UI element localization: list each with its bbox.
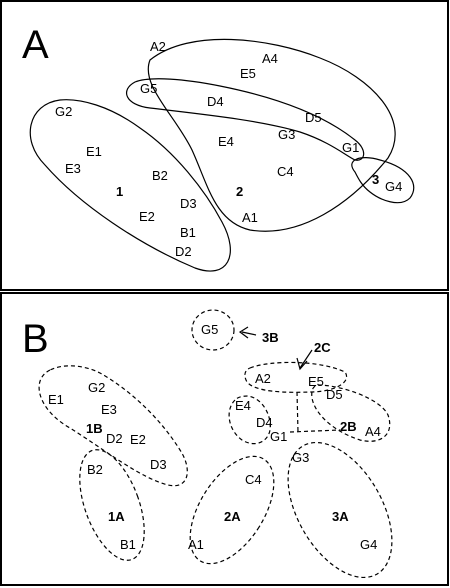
panel-b-cluster-2b-outline — [311, 384, 391, 442]
panel-a-point-label: A1 — [242, 210, 258, 225]
panel-b-arrowhead-2c — [296, 357, 308, 371]
panel-b-group-label: 2A — [224, 509, 241, 524]
panel-b-cluster-e4-outline — [228, 395, 271, 445]
panel-a-point-label: B2 — [152, 168, 168, 183]
panel-a-point-label: D4 — [207, 94, 224, 109]
panel-b: B G5 A2 E5 D5 E4 D4 G1 A4 G3 C4 A1 G4 G2… — [0, 292, 449, 586]
panel-b-point-label: D5 — [326, 387, 343, 402]
panel-a-point-label: G1 — [342, 140, 359, 155]
panel-b-point-label: G5 — [201, 322, 218, 337]
panel-a-point-label: A2 — [150, 39, 166, 54]
panel-b-point-label: G3 — [292, 450, 309, 465]
panel-b-group-label: 2C — [314, 340, 331, 355]
panel-b-point-label: G1 — [270, 429, 287, 444]
panel-a-point-label: G5 — [140, 81, 157, 96]
panel-b-point-label: G2 — [88, 380, 105, 395]
panel-b-arrowhead-3b — [238, 326, 249, 339]
panel-a-point-label: E4 — [218, 134, 234, 149]
panel-a-point-label: A4 — [262, 51, 278, 66]
panel-b-point-label: A4 — [365, 424, 381, 439]
panel-b-cluster-3b-outline — [191, 309, 235, 351]
panel-a-cluster-3-outline — [351, 157, 415, 204]
panel-b-point-label: C4 — [245, 472, 262, 487]
panel-a-letter: A — [22, 23, 49, 67]
panel-a: A A2 A4 E5 G5 D4 D5 G3 G1 E4 C4 G4 G2 E1… — [0, 0, 449, 291]
panel-a-cluster-2-outline — [147, 38, 396, 232]
panel-b-group-label: 1B — [86, 421, 103, 436]
panel-a-group-label: 1 — [116, 184, 123, 199]
panel-b-point-label: E3 — [101, 402, 117, 417]
panel-b-point-label: B2 — [87, 462, 103, 477]
panel-b-cluster-1a-outline — [79, 449, 145, 561]
panel-b-arrow-3b — [241, 331, 257, 336]
panel-a-frame — [0, 0, 449, 291]
panel-a-point-label: E1 — [86, 144, 102, 159]
panel-b-point-label: B1 — [120, 537, 136, 552]
panel-b-cluster-2a-outline — [189, 455, 275, 565]
panel-b-group-label: 1A — [108, 509, 125, 524]
panel-a-point-label: E3 — [65, 161, 81, 176]
panel-b-point-label: A2 — [255, 371, 271, 386]
panel-b-point-label: D3 — [150, 457, 167, 472]
panel-a-point-label: C4 — [277, 164, 294, 179]
panel-a-cluster-1-outline — [29, 99, 231, 272]
panel-a-point-label: E2 — [139, 209, 155, 224]
panel-b-point-label: A1 — [188, 537, 204, 552]
panel-a-group-label: 2 — [236, 184, 243, 199]
panel-a-point-label: G2 — [55, 104, 72, 119]
panel-b-frame — [0, 292, 449, 586]
panel-a-point-label: D5 — [305, 110, 322, 125]
panel-a-point-label: G3 — [278, 127, 295, 142]
panel-b-point-label: D4 — [256, 415, 273, 430]
panel-b-point-label: E1 — [48, 392, 64, 407]
panel-b-letter: B — [22, 317, 49, 361]
panel-b-cluster-3a-outline — [287, 441, 393, 579]
panel-a-point-label: D3 — [180, 196, 197, 211]
panel-a-point-label: G4 — [385, 179, 402, 194]
panel-b-arrow-2c — [299, 349, 313, 369]
panel-b-connector — [289, 429, 341, 433]
panel-b-point-label: E5 — [308, 374, 324, 389]
panel-b-cluster-2c-outline — [244, 361, 348, 393]
panel-b-point-label: G4 — [360, 537, 377, 552]
panel-b-group-label: 3B — [262, 330, 279, 345]
panel-a-point-label: D2 — [175, 244, 192, 259]
panel-a-group-label: 3 — [372, 172, 379, 187]
panel-a-point-label: E5 — [240, 66, 256, 81]
panel-a-point-label: B1 — [180, 225, 196, 240]
panel-b-group-label: 2B — [340, 419, 357, 434]
panel-b-point-label: E2 — [130, 432, 146, 447]
panel-b-point-label: D2 — [106, 431, 123, 446]
panel-b-point-label: E4 — [235, 398, 251, 413]
panel-b-cluster-1b-outline — [38, 365, 188, 487]
panel-b-group-label: 3A — [332, 509, 349, 524]
